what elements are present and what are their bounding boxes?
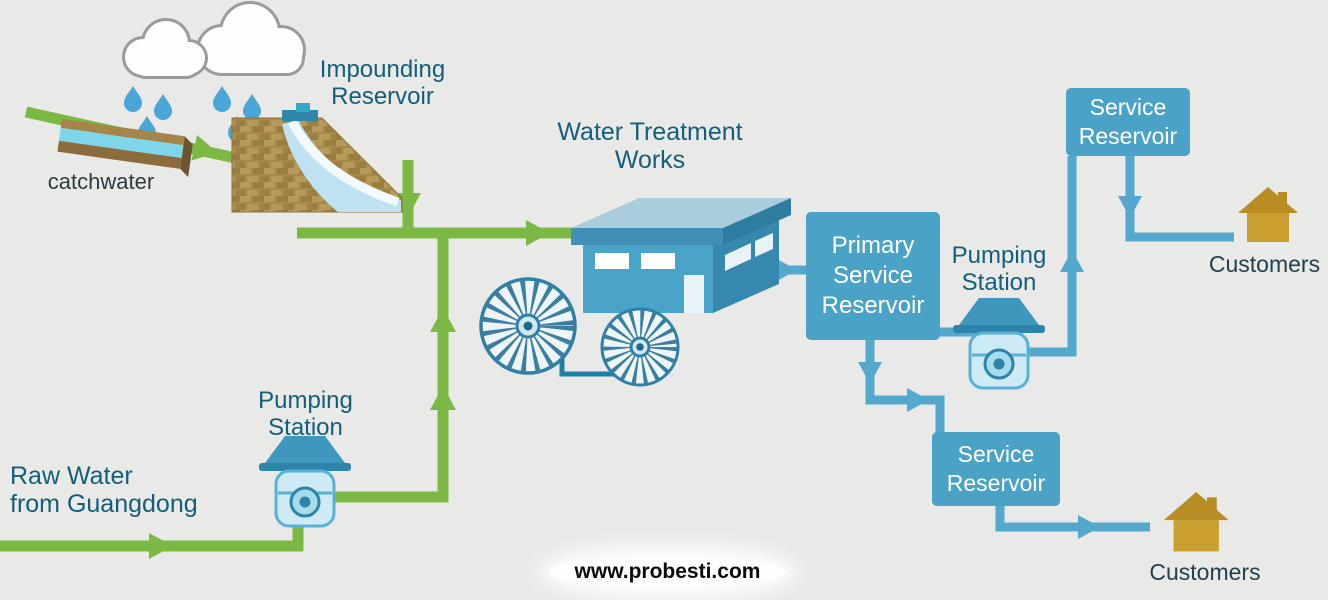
catchwater-label: catchwater [47, 169, 155, 194]
rain-cloud-large-icon [196, 1, 306, 76]
impounding-reservoir-dam-icon [231, 103, 403, 213]
water-treatment-works-icon [571, 198, 791, 313]
catchwater-channel-icon [57, 119, 193, 178]
rain-cloud-small-icon [122, 18, 208, 79]
customers-house-top-icon [1238, 187, 1298, 242]
customers-house-bottom-icon [1163, 492, 1229, 552]
customers-bottom-label: Customers [1149, 559, 1261, 585]
pumping-station-left-icon [259, 436, 351, 528]
customers-top-label: Customers [1208, 251, 1321, 277]
watermark-text: www.probesti.com [550, 557, 785, 587]
treated-water-arrows [775, 196, 1142, 539]
clarifier-tanks-icon [479, 277, 680, 387]
pumping-station-right-icon [953, 298, 1045, 390]
